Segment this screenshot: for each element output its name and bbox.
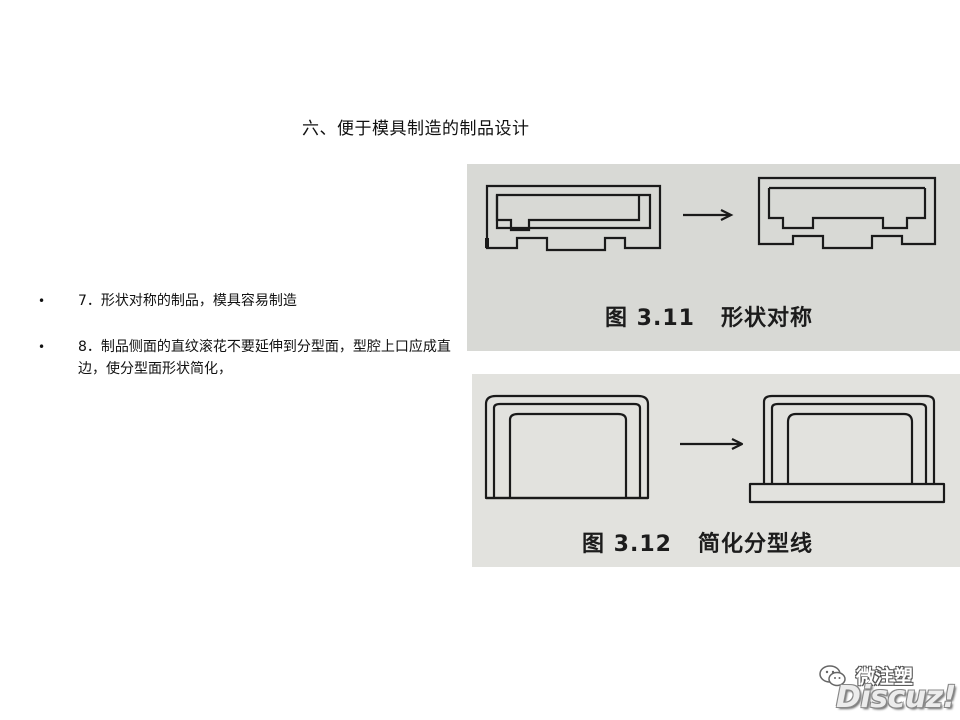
figure-3-12-caption: 图 3.12 简化分型线	[582, 526, 813, 558]
figure-caption-text: 简化分型线	[697, 532, 813, 557]
bullet-item-7: • 7．形状对称的制品，模具容易制造	[38, 290, 458, 312]
figure-number: 图 3.12	[582, 532, 672, 557]
slide-title: 六、便于模具制造的制品设计	[302, 119, 530, 139]
bullet-marker: •	[38, 340, 46, 354]
bullet-text: 7．形状对称的制品，模具容易制造	[78, 293, 297, 309]
bullet-list: • 7．形状对称的制品，模具容易制造 • 8．制品侧面的直纹滚花不要延伸到分型面…	[38, 290, 458, 404]
figure-3-11-caption: 图 3.11 形状对称	[605, 300, 813, 332]
watermark-brand: Discuz!	[836, 680, 956, 715]
wechat-icon	[819, 664, 846, 686]
figure-3-11-drawing	[485, 176, 937, 252]
figure-caption-text: 形状对称	[720, 306, 813, 331]
watermark-account-row: 微注塑	[818, 662, 913, 689]
figure-3-12: 图 3.12 简化分型线	[472, 374, 960, 567]
bullet-text: 8．制品侧面的直纹滚花不要延伸到分型面，型腔上口应成直边，使分型面形状简化，	[78, 339, 451, 377]
bullet-item-8: • 8．制品侧面的直纹滚花不要延伸到分型面，型腔上口应成直边，使分型面形状简化，	[38, 336, 458, 380]
watermark-account: 微注塑	[856, 666, 914, 688]
watermark: 微注塑 Discuz!	[810, 658, 960, 720]
figure-3-11: 图 3.11 形状对称	[467, 164, 960, 351]
figure-number: 图 3.11	[605, 306, 695, 331]
figure-3-12-drawing	[484, 394, 946, 504]
bullet-marker: •	[38, 294, 46, 308]
